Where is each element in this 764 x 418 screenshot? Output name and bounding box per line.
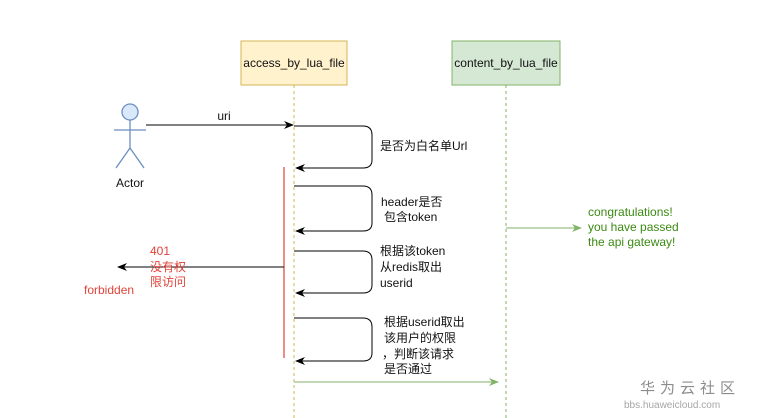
header-note: header是否 包含token — [381, 195, 446, 224]
participant-access: access_by_lua_file — [240, 40, 348, 86]
permission-note: 根据userid取出 该用户的权限 ，判断该请求 是否通过 — [382, 315, 468, 376]
success-note: congratulations! you have passed the api… — [588, 205, 682, 249]
permission-selfcall-arrow — [294, 317, 373, 365]
actor-figure: Actor — [114, 103, 146, 190]
participant-content: content_by_lua_file — [451, 40, 561, 86]
watermark-url: bbs.huaweicloud.com — [624, 400, 720, 411]
header-selfcall-arrow — [294, 185, 373, 235]
access-label: access_by_lua_file — [243, 56, 345, 70]
whitelist-note: 是否为白名单Url — [380, 138, 467, 153]
token-selfcall-arrow — [294, 250, 373, 297]
content-box — [451, 40, 561, 86]
forbidden-label: forbidden — [84, 283, 134, 297]
uri-label: uri — [217, 109, 230, 123]
token-note: 根据该token 从redis取出 userid — [380, 244, 449, 290]
whitelist-selfcall-arrow — [294, 125, 373, 172]
watermark-title: 华为云社区 — [640, 379, 740, 397]
reject-note: 401 没有权 限访问 — [150, 244, 189, 289]
content-label: content_by_lua_file — [454, 56, 558, 70]
actor-label: Actor — [116, 176, 144, 190]
actor-head — [121, 103, 139, 121]
access-box — [240, 40, 348, 86]
